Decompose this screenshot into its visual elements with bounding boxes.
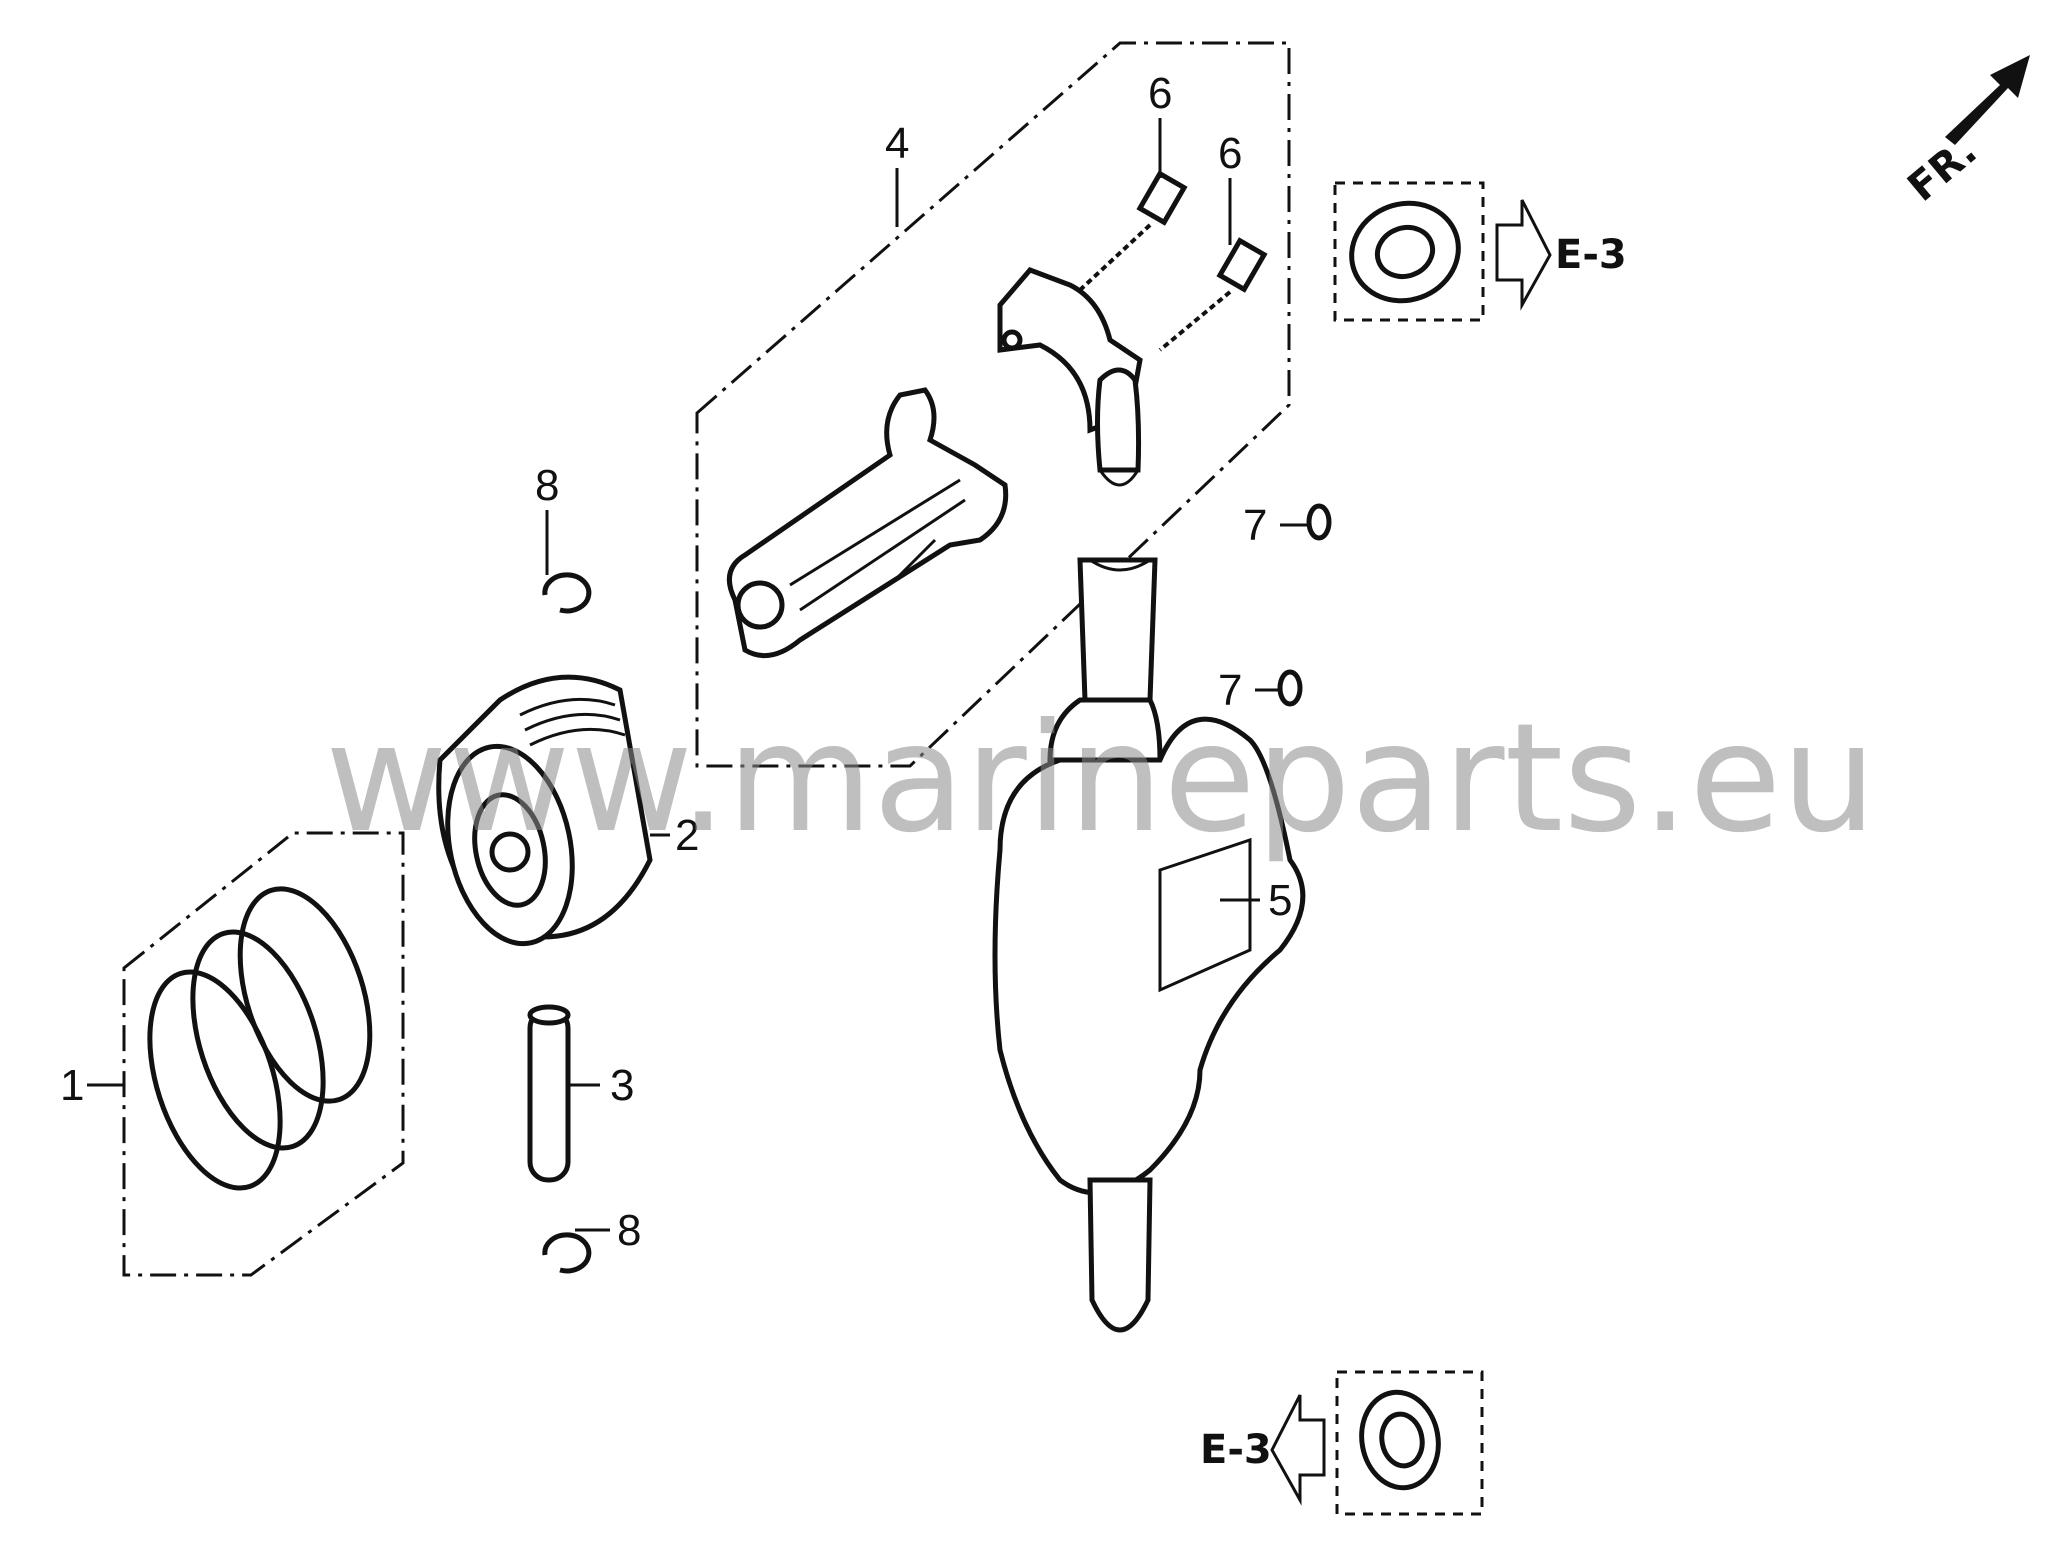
callout-2: 2 <box>675 811 699 860</box>
front-direction-arrow <box>1945 55 2030 145</box>
piston-ring-set <box>122 831 405 1277</box>
crankshaft <box>992 367 1306 1333</box>
callout-1: 1 <box>60 1061 84 1110</box>
rod-bolt-1 <box>1078 170 1188 292</box>
oil-seal-top <box>1333 181 1485 322</box>
woodruff-key-lower <box>1277 669 1303 707</box>
callout-3: 3 <box>610 1061 634 1110</box>
watermark: www.marineparts.eu <box>325 692 1877 866</box>
woodruff-key-upper <box>1306 503 1332 541</box>
piston-pin <box>527 1004 571 1183</box>
reference-arrow-top <box>1495 199 1552 311</box>
callout-8-bottom: 8 <box>617 1206 641 1255</box>
piston <box>436 674 653 947</box>
reference-label-top: E-3 <box>1555 232 1627 278</box>
callout-5: 5 <box>1268 876 1292 925</box>
pin-clip-bottom <box>542 1232 592 1274</box>
rod-bolt-2 <box>1158 237 1268 352</box>
connecting-rod-group <box>695 41 1291 768</box>
callout-4: 4 <box>885 119 909 168</box>
callout-7-upper: 7 <box>1243 501 1267 550</box>
pin-clip-top <box>542 572 592 614</box>
leader-lines <box>87 118 1308 1232</box>
front-label: FR. <box>1899 128 1985 211</box>
callout-8-top: 8 <box>535 461 559 510</box>
reference-label-bottom: E-3 <box>1200 1427 1272 1473</box>
oil-seal-bottom <box>1335 1370 1484 1516</box>
reference-arrow-bottom <box>1270 1394 1326 1506</box>
callout-7-lower: 7 <box>1218 666 1242 715</box>
connecting-rod <box>726 387 1009 659</box>
callout-6-left: 6 <box>1148 69 1172 118</box>
callout-6-right: 6 <box>1218 129 1242 178</box>
